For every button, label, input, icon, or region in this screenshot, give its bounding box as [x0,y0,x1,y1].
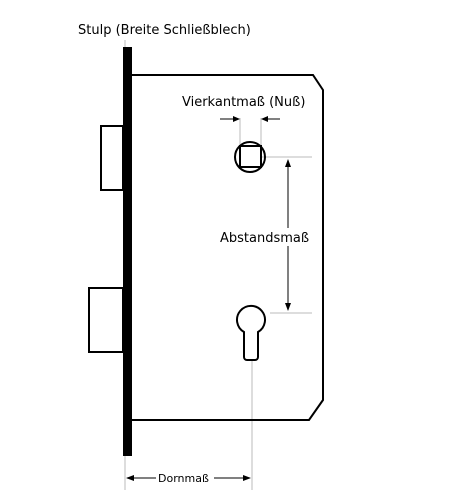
dorn-arrow-right [243,475,251,481]
abstand-arrow-top [285,159,291,167]
dorn-label: Dornmaß [158,472,209,485]
latch-bolt [100,125,124,191]
faceplate [123,47,132,456]
lock-case [132,74,324,421]
dorn-label-bg [156,470,214,486]
nut-circle [234,141,266,173]
stulp-label: Stulp (Breite Schließblech) [78,23,251,38]
keyhole [236,304,266,361]
abstand-arrow-bottom [285,303,291,311]
abstand-label-bg [218,228,314,246]
abstand-label: Abstandsmaß [220,231,309,246]
dead-bolt [88,287,124,353]
vierkant-label: Vierkantmaß (Nuß) [182,95,305,110]
vierkant-arrow-left [233,116,240,122]
vierkant-arrow-right [261,116,268,122]
nut-square [239,145,262,168]
dorn-arrow-left [126,475,134,481]
